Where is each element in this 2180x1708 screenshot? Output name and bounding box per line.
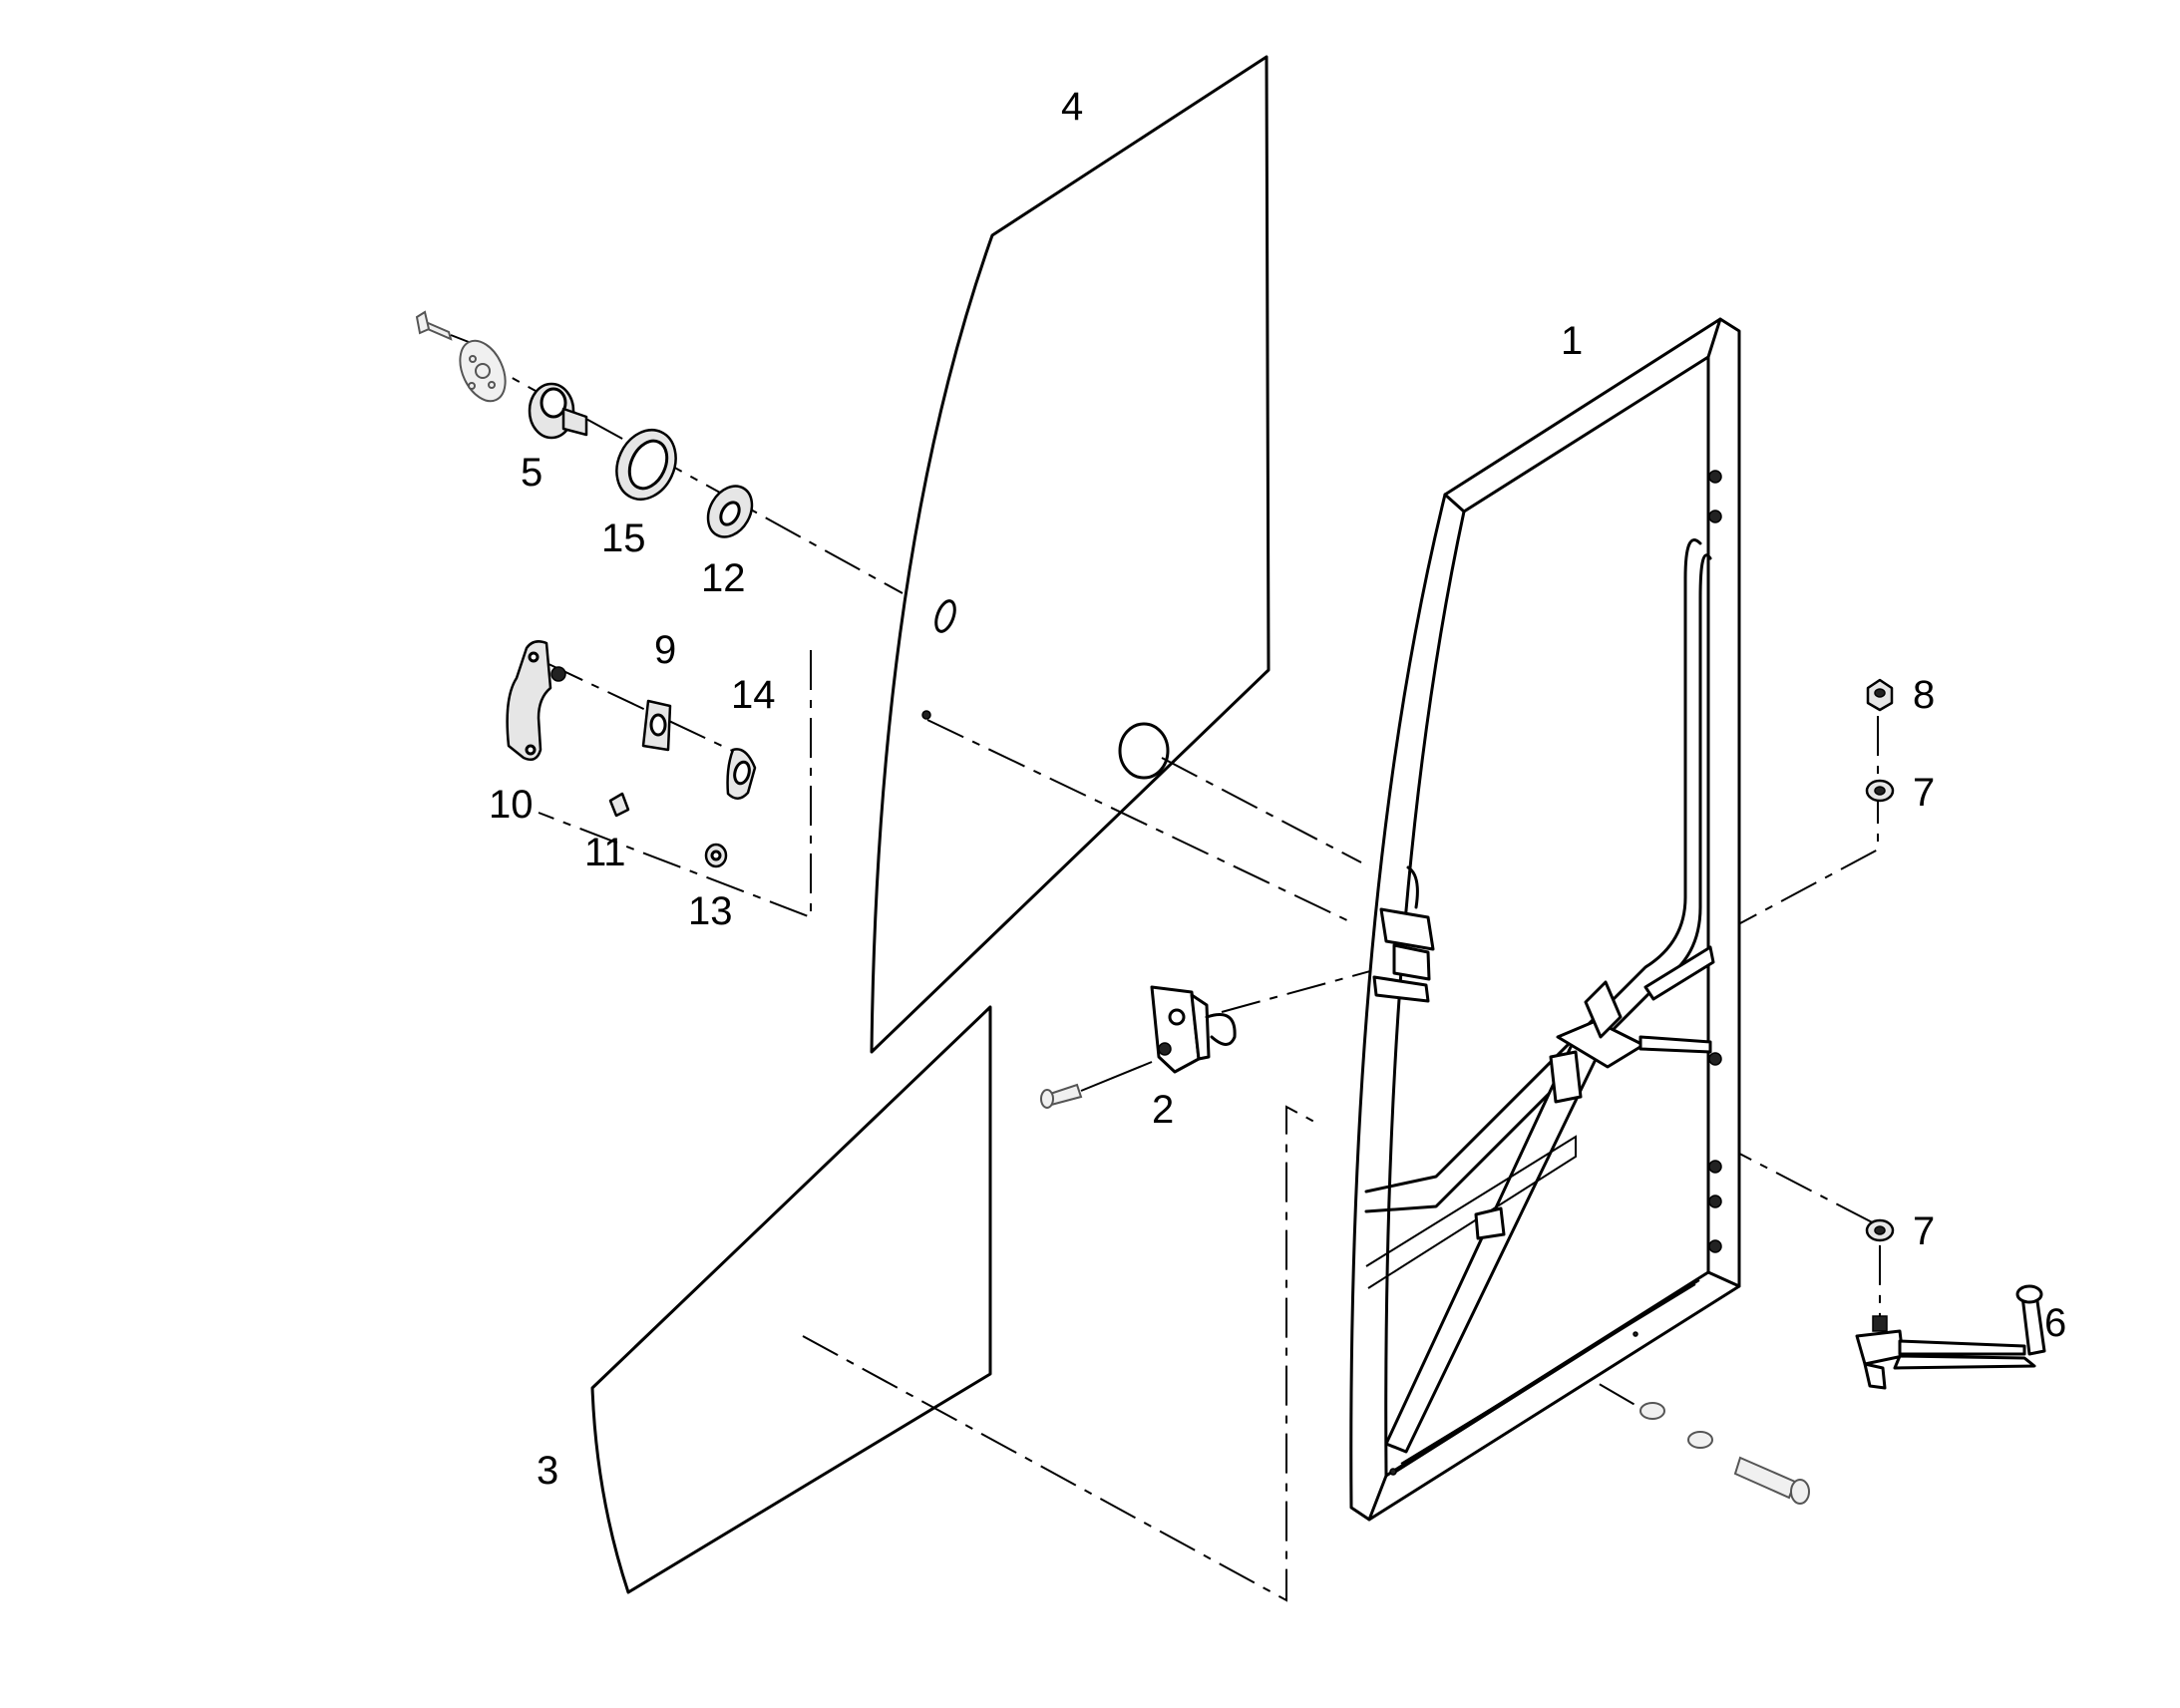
callout-5: 5 (521, 451, 543, 495)
hex-nut-8 (1866, 678, 1894, 712)
leader-glass-hole-to-frame (1161, 757, 1362, 863)
callout-6: 6 (2044, 1301, 2066, 1345)
grommet-ring (615, 429, 677, 501)
striker-catch (1040, 985, 1237, 1109)
leader-lower-glass (802, 1105, 1315, 1602)
callout-15: 15 (601, 516, 646, 560)
lower-glass-panel (590, 1005, 992, 1594)
callout-13: 13 (688, 889, 733, 933)
washer-13 (704, 843, 728, 868)
callout-9: 9 (654, 628, 676, 672)
leader-handle-bracket (538, 650, 812, 919)
door-frame (1349, 317, 1741, 1522)
washer-7-lower (1865, 1218, 1895, 1242)
washer-12 (706, 485, 754, 538)
leader-glass-to-striker (926, 719, 1352, 923)
upper-glass-panel (870, 55, 1271, 1054)
callout-1: 1 (1561, 319, 1583, 363)
frame-bolt-holes (1389, 470, 1722, 1476)
callout-8: 8 (1913, 673, 1935, 717)
callout-11: 11 (584, 831, 626, 874)
callout-10: 10 (489, 783, 534, 827)
mounting-block-9 (641, 699, 672, 752)
leader-handle-to-hole (545, 662, 744, 757)
frame-mount-bolt (1639, 1402, 1810, 1505)
callout-2: 2 (1152, 1088, 1174, 1132)
callout-14: 14 (731, 673, 776, 717)
callout-7-upper: 7 (1913, 771, 1935, 815)
callout-12: 12 (701, 556, 746, 600)
square-nut-11 (608, 792, 630, 818)
window-crank-handle (1855, 1284, 2046, 1390)
callout-7-lower: 7 (1913, 1209, 1935, 1253)
washer-7-upper (1865, 779, 1895, 803)
hinge-pin-assembly (415, 310, 588, 440)
callout-labels: 1 2 3 4 5 6 7 7 8 9 10 11 12 13 14 15 (489, 85, 2066, 1493)
escutcheon-14 (726, 748, 757, 800)
callout-4: 4 (1061, 85, 1083, 129)
callout-3: 3 (537, 1449, 558, 1493)
door-handle (506, 640, 566, 761)
